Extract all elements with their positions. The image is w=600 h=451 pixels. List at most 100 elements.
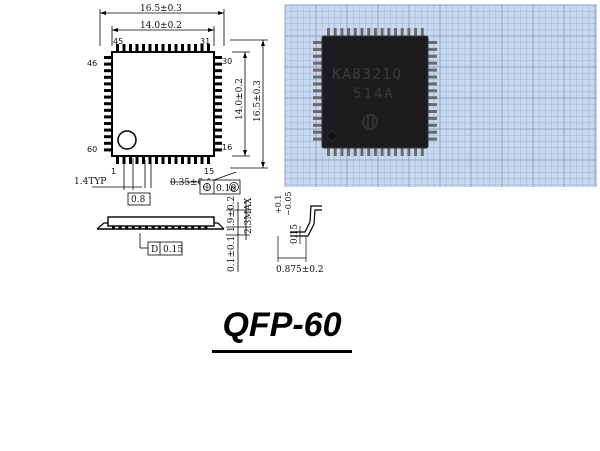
body-height-label: 14.0±0.2 xyxy=(235,78,245,120)
lead xyxy=(116,44,119,52)
chip-pin xyxy=(400,147,404,156)
lead xyxy=(104,141,112,145)
lead xyxy=(104,82,112,86)
lead xyxy=(116,156,119,164)
left-lead-row xyxy=(104,56,112,152)
lead xyxy=(104,122,112,125)
lead xyxy=(214,89,222,92)
lead xyxy=(135,44,139,52)
chip-pin xyxy=(313,47,323,51)
overall-width-label: 16.5±0.3 xyxy=(140,4,182,14)
side-lead xyxy=(145,226,148,229)
pin1-marker xyxy=(117,130,137,150)
lead xyxy=(207,156,210,164)
lead xyxy=(148,156,152,164)
lead xyxy=(214,56,222,59)
foot-length-label: 0.875±0.2 xyxy=(276,265,324,275)
chip-pin xyxy=(427,61,437,65)
right-lead-row xyxy=(214,56,222,152)
pin-label-1: 1 xyxy=(111,167,116,176)
chip-pin xyxy=(427,68,437,72)
tolerance-value: 0.16 xyxy=(216,184,236,194)
side-lead xyxy=(151,226,155,229)
chip-pin xyxy=(313,61,323,65)
chip-marking-line1: KA8321Q xyxy=(332,65,402,83)
lead xyxy=(181,156,184,164)
lead xyxy=(161,156,165,164)
chip-pin xyxy=(313,116,323,120)
lead xyxy=(214,82,222,86)
pin-label-31: 31 xyxy=(200,37,210,46)
chip-pin xyxy=(347,28,351,37)
lead xyxy=(129,156,132,164)
body-width-label: 14.0±0.2 xyxy=(140,21,182,31)
side-view: D 0.15 0.1±0.1 1.9±0.2 2.3MAX xyxy=(96,196,254,272)
max-height-label: 2.3MAX xyxy=(244,197,254,234)
lead xyxy=(214,102,222,106)
lead xyxy=(214,108,222,112)
side-lead xyxy=(164,226,168,229)
side-lead xyxy=(112,226,115,229)
chip-pin xyxy=(427,130,437,134)
chip-pin xyxy=(313,82,323,86)
lead xyxy=(104,56,112,59)
lead xyxy=(148,44,152,52)
chip-photo: KA8321Q 514A xyxy=(284,4,597,187)
pin-label-60: 60 xyxy=(87,145,97,154)
side-lead xyxy=(118,226,122,229)
chip-pin xyxy=(427,82,437,86)
lead xyxy=(200,156,204,164)
lead xyxy=(168,156,171,164)
lead xyxy=(174,44,178,52)
chip-pin xyxy=(313,137,323,141)
lead xyxy=(214,141,222,145)
chip-pin xyxy=(327,28,330,37)
lead xyxy=(214,69,222,73)
chip-pin xyxy=(313,96,323,100)
chip-pin xyxy=(420,28,424,37)
chip-pin xyxy=(353,147,357,156)
chip-pin xyxy=(340,147,344,156)
lead xyxy=(194,156,197,164)
lead xyxy=(214,148,222,152)
pin-label-15: 15 xyxy=(204,167,214,176)
side-lead xyxy=(197,226,201,229)
side-lead xyxy=(125,226,129,229)
side-lead xyxy=(204,226,208,229)
chip-pin xyxy=(414,147,418,156)
lead xyxy=(104,102,112,106)
lead xyxy=(104,89,112,92)
lead-thickness-label: 0.15 xyxy=(290,224,300,244)
chip-pin xyxy=(427,116,437,120)
chip-pin xyxy=(380,147,384,156)
chip-pin xyxy=(420,147,424,156)
lead xyxy=(135,156,139,164)
lead xyxy=(168,44,171,52)
manufacturer-logo xyxy=(362,114,378,130)
chip-pin xyxy=(427,110,437,113)
pin-label-45: 45 xyxy=(113,37,123,46)
side-lead xyxy=(171,226,175,229)
lead xyxy=(104,95,112,99)
lead xyxy=(155,44,158,52)
lead-box-width-label: 0.8 xyxy=(131,195,146,205)
lead xyxy=(187,44,191,52)
chip-pin xyxy=(414,28,418,37)
chip-pin xyxy=(427,96,437,100)
chip-pin xyxy=(427,89,437,93)
chip-pin xyxy=(313,123,323,127)
chip-pin xyxy=(313,75,323,79)
tolerance-modifier: M xyxy=(231,185,236,192)
pin-pitch-label: 1.4TYP xyxy=(74,177,106,187)
chip-pin xyxy=(313,41,323,44)
lead xyxy=(194,44,197,52)
side-lead xyxy=(184,226,188,229)
chip-pin xyxy=(313,54,323,58)
chip-pin xyxy=(333,28,337,37)
overall-height-label: 16.5±0.3 xyxy=(253,80,263,122)
side-lead xyxy=(158,226,162,229)
lead xyxy=(214,122,222,125)
lead-width-label: 0.35±0.1 xyxy=(170,178,212,188)
lead xyxy=(181,44,184,52)
pin-label-46: 46 xyxy=(87,59,97,68)
